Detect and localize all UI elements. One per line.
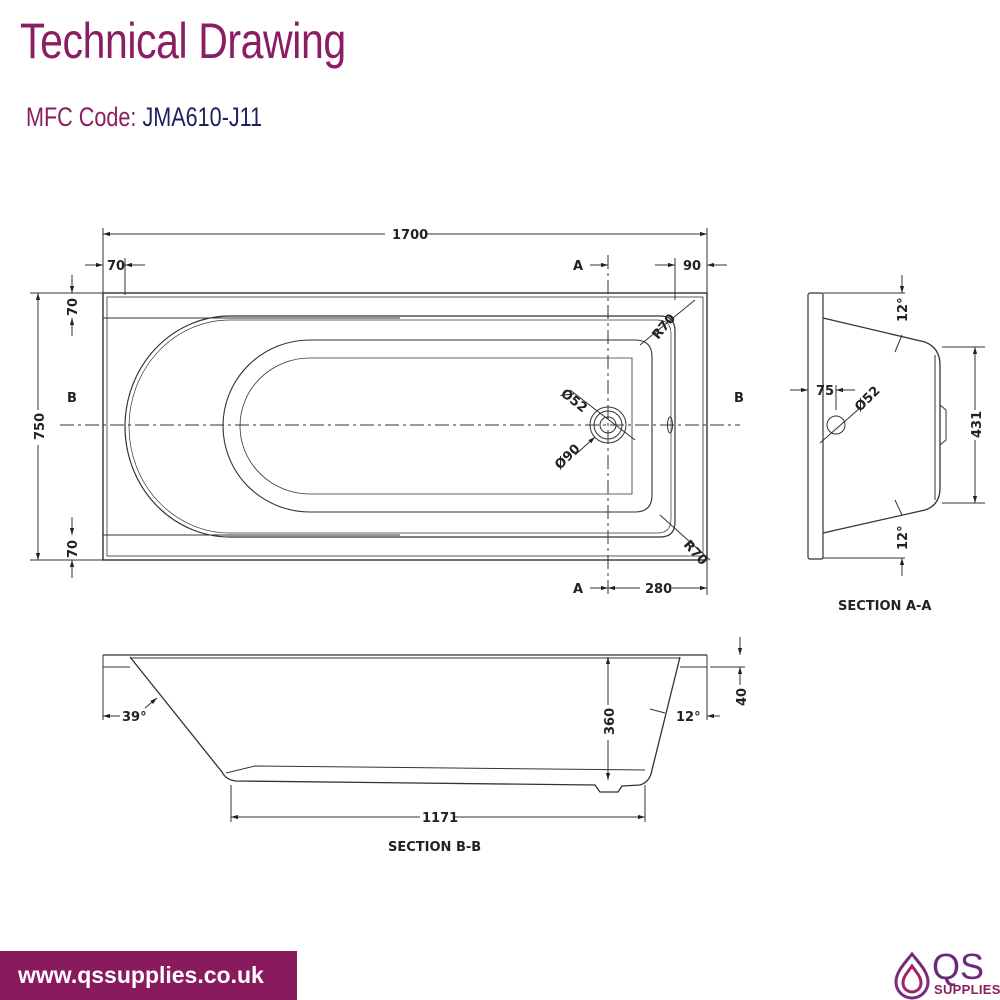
plan-view	[30, 228, 740, 595]
mfc-code-value: JMA610-J11	[142, 102, 263, 132]
section-a-label-top: A	[573, 259, 583, 274]
droplet-logo-icon	[894, 951, 930, 1000]
dim-waste-offset: 280	[645, 582, 672, 597]
dim-top-offset: 70	[66, 298, 81, 316]
dim-right-offset: 90	[683, 259, 701, 274]
logo-subtitle: SUPPLIES	[934, 982, 1000, 997]
angle-bottom: 12°	[896, 525, 911, 550]
angle-left: 39°	[122, 710, 147, 725]
waste-diameter: Ø52	[558, 386, 590, 416]
waste-outer-diameter: Ø90	[552, 442, 583, 473]
logo-mark: QS	[932, 946, 985, 987]
section-a-label-bottom: A	[573, 582, 583, 597]
dim-hole-offset: 75	[816, 384, 834, 399]
dim-width: 750	[33, 413, 48, 440]
dim-length: 1700	[392, 228, 428, 243]
qs-supplies-logo: QS SUPPLIES	[890, 946, 1000, 1000]
dim-depth: 360	[603, 708, 618, 735]
section-bb-title: SECTION B-B	[388, 840, 481, 855]
page-title: Technical Drawing	[20, 13, 346, 69]
mfc-code: MFC Code: JMA610-J11	[26, 102, 262, 133]
dim-rim-height: 40	[735, 688, 750, 706]
radius-bottom: R70	[680, 538, 710, 569]
section-aa-title: SECTION A-A	[838, 599, 931, 614]
dim-left-offset: 70	[107, 259, 125, 274]
website-link[interactable]: www.qssupplies.co.uk	[0, 951, 297, 1000]
dim-bottom-offset: 70	[66, 540, 81, 558]
section-aa-view	[790, 275, 985, 576]
mfc-code-label: MFC Code:	[26, 102, 137, 132]
dim-floor-length: 1171	[422, 811, 458, 826]
section-b-label-right: B	[734, 391, 744, 406]
section-bb-view	[102, 637, 745, 822]
angle-top: 12°	[896, 297, 911, 322]
hole-diameter: Ø52	[852, 384, 883, 415]
section-b-label-left: B	[67, 391, 77, 406]
angle-right: 12°	[676, 710, 701, 725]
dim-floor-width: 431	[970, 411, 985, 438]
